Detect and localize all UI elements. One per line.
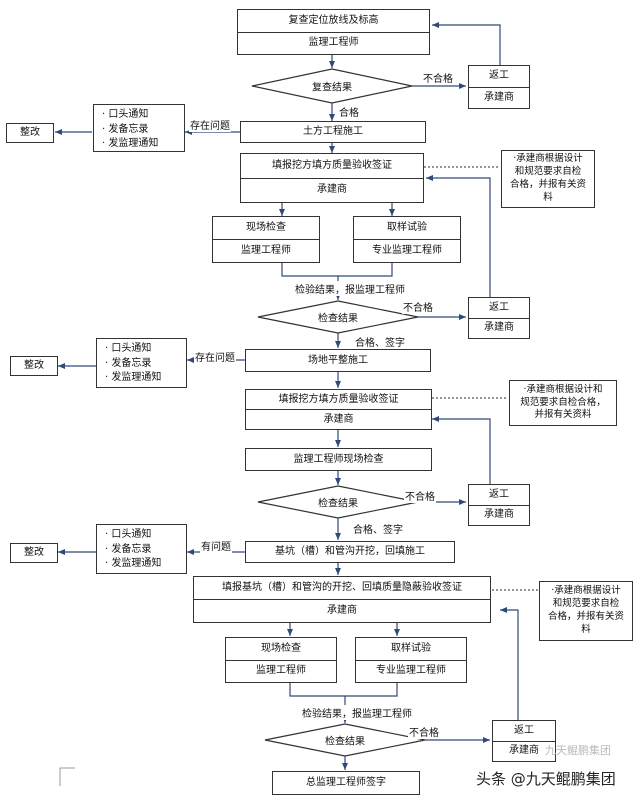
- rework2-bottom: 承建商: [484, 322, 514, 334]
- form2-bottom: 承建商: [323, 413, 354, 425]
- edge-site1-merge: [281, 263, 338, 277]
- note1-box: ·承建商根据设计 和规范要求自检 合格，并报有关资 料: [501, 150, 595, 208]
- sample3-top: 取样试验: [356, 638, 466, 661]
- measures1-item: · 口头通知: [102, 109, 149, 120]
- rework3-top: 返工: [469, 485, 529, 506]
- pass1-label: 合格: [338, 104, 360, 119]
- form2-box: 填报挖方填方质量验收签证 承建商: [245, 389, 432, 430]
- measures2-item: · 口头通知: [105, 343, 152, 354]
- sample1-top: 取样试验: [354, 217, 460, 240]
- edge-rework2-loop: [426, 175, 491, 297]
- site3-bottom: 监理工程师: [256, 665, 306, 677]
- watermark-text: 头条 @九天鲲鹏集团: [476, 770, 616, 788]
- check2-label: 检查结果: [318, 313, 358, 325]
- fail1-label: 不合格: [422, 70, 454, 85]
- measures1-box: · 口头通知 · 发备忘录 · 发监理通知: [93, 104, 185, 152]
- sample1-bottom: 专业监理工程师: [372, 245, 442, 256]
- rework1-box: 返工 承建商: [468, 65, 530, 109]
- form1-bottom: 承建商: [317, 184, 347, 196]
- measures2-item: · 发监理通知: [105, 372, 162, 383]
- earthwork-box: 土方工程施工: [240, 121, 426, 143]
- check1-label: 复查结果: [312, 82, 352, 94]
- site1-bottom: 监理工程师: [241, 245, 291, 256]
- form3-top: 填报基坑（槽）和管沟的开挖、回填质量隐蔽验收签证: [194, 577, 490, 600]
- fail4-label: 不合格: [408, 724, 440, 739]
- rectify1-box: 整改: [6, 123, 54, 143]
- measures3-box: · 口头通知 · 发备忘录 · 发监理通知: [96, 524, 187, 574]
- form3-box: 填报基坑（槽）和管沟的开挖、回填质量隐蔽验收签证 承建商: [193, 576, 491, 623]
- watermark-faint: 九天鲲鹏集团: [545, 744, 611, 757]
- trench-box: 基坑（槽）和管沟开挖，回填施工: [245, 541, 455, 563]
- measures2-box: · 口头通知 · 发备忘录 · 发监理通知: [96, 338, 187, 388]
- issue1-label: 存在问题: [189, 117, 231, 132]
- note3-box: ·承建商根据设计 和规范要求自检 合格，并报有关资 料: [539, 581, 633, 641]
- measures3-item: · 发监理通知: [105, 558, 162, 569]
- header-role: 监理工程师: [308, 37, 359, 49]
- rework4-top: 返工: [493, 721, 555, 742]
- measures3-item: · 口头通知: [105, 529, 152, 540]
- form3-bottom: 承建商: [327, 605, 357, 616]
- rework2-top: 返工: [469, 298, 529, 319]
- check4-label: 检查结果: [325, 736, 365, 748]
- form2-top: 填报挖方填方质量验收签证: [246, 390, 431, 410]
- grading-box: 场地平整施工: [245, 349, 431, 372]
- pass3-label: 合格、签字: [352, 521, 404, 536]
- rectify3-box: 整改: [10, 543, 58, 563]
- site1-top: 现场检查: [213, 217, 319, 240]
- pass2-label: 合格、签字: [354, 334, 406, 349]
- sample1-box: 取样试验 专业监理工程师: [353, 216, 461, 263]
- issue2-label: 存在问题: [194, 349, 236, 364]
- report1-label: 检验结果，报监理工程师: [294, 281, 406, 296]
- edge-sample3-merge: [345, 683, 398, 697]
- header-box: 复查定位放线及标高 监理工程师: [237, 9, 430, 55]
- site1-box: 现场检查 监理工程师: [212, 216, 320, 263]
- measures3-item: · 发备忘录: [105, 543, 152, 555]
- edge-sample1-merge: [338, 263, 393, 277]
- measures2-item: · 发备忘录: [105, 357, 152, 369]
- header-title: 复查定位放线及标高: [238, 10, 429, 33]
- corner-mark: [59, 767, 75, 786]
- rework3-box: 返工 承建商: [468, 484, 530, 526]
- measures1-item: · 发监理通知: [102, 138, 159, 149]
- edge-rework4-loop: [500, 607, 519, 720]
- rework4-box: 返工 承建商: [492, 720, 556, 762]
- site3-box: 现场检查 监理工程师: [225, 637, 337, 683]
- sample3-box: 取样试验 专业监理工程师: [355, 637, 467, 683]
- edge-site3-merge: [289, 683, 345, 697]
- measures1-item: · 发备忘录: [102, 123, 149, 135]
- report3-label: 检验结果，报监理工程师: [301, 705, 413, 720]
- check3-label: 检查结果: [318, 498, 358, 510]
- rework1-bottom: 承建商: [484, 91, 514, 103]
- sample3-bottom: 专业监理工程师: [376, 665, 446, 677]
- rework3-bottom: 承建商: [484, 509, 514, 521]
- form1-box: 填报挖方填方质量验收签证 承建商: [240, 153, 424, 203]
- rework2-box: 返工 承建商: [468, 297, 530, 339]
- form1-top: 填报挖方填方质量验收签证: [241, 154, 423, 179]
- fail3-label: 不合格: [404, 488, 436, 503]
- inspect-box: 监理工程师现场检查: [245, 448, 432, 471]
- issue3-label: 有问题: [200, 538, 232, 553]
- fail2-label: 不合格: [402, 299, 434, 314]
- rework1-top: 返工: [469, 66, 529, 88]
- final-signature-box: 总监理工程师签字: [272, 771, 420, 795]
- edge-rework1-loop: [432, 22, 501, 76]
- rectify2-box: 整改: [10, 356, 58, 376]
- note2-box: ·承建商根据设计和 规范要求自检合格， 并报有关资料: [509, 380, 617, 426]
- site3-top: 现场检查: [226, 638, 336, 661]
- rework4-bottom: 承建商: [509, 745, 539, 757]
- edge-rework3-loop: [432, 416, 491, 484]
